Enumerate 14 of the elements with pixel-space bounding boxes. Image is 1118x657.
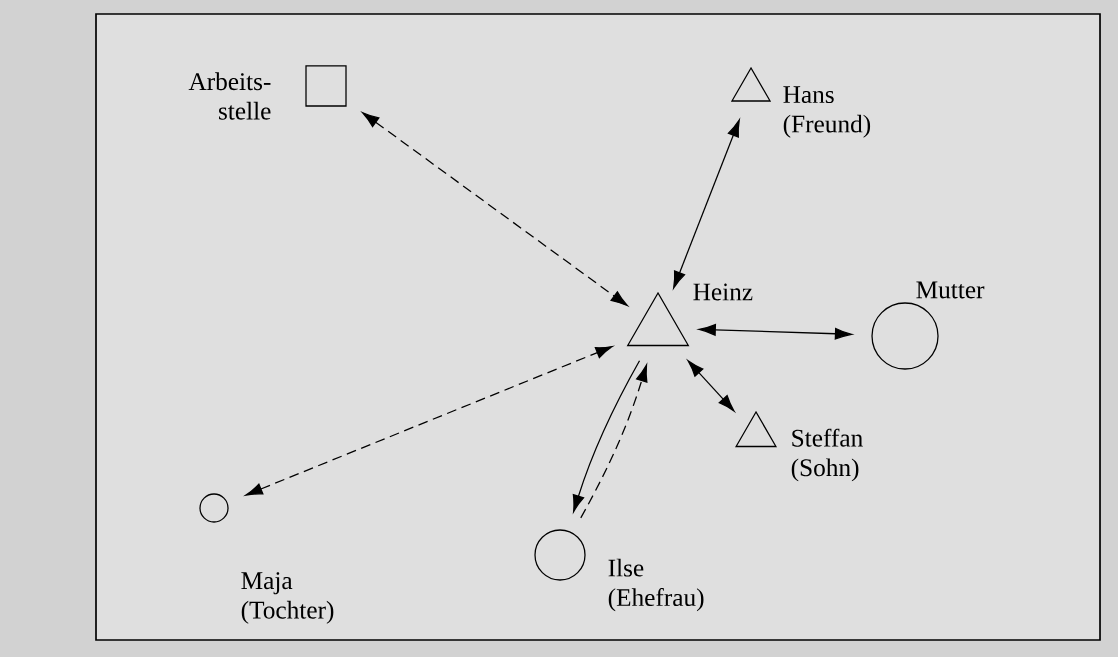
node-label: Arbeits- stelle: [188, 72, 271, 120]
arrow: [572, 360, 641, 513]
node-label: Maja (Tochter): [241, 572, 334, 624]
node-label: Ilse (Ehefrau): [608, 558, 704, 612]
arrow: [698, 323, 853, 340]
node-label: Heinz: [693, 283, 753, 301]
arrow: [687, 360, 735, 412]
arrow: [580, 364, 648, 519]
arrow: [245, 345, 613, 496]
node-label: Mutter: [916, 281, 985, 299]
arrow: [673, 119, 740, 289]
arrow: [362, 112, 628, 307]
node-label: Steffan (Sohn): [791, 428, 863, 482]
node-label: Hans (Freund): [783, 86, 871, 138]
